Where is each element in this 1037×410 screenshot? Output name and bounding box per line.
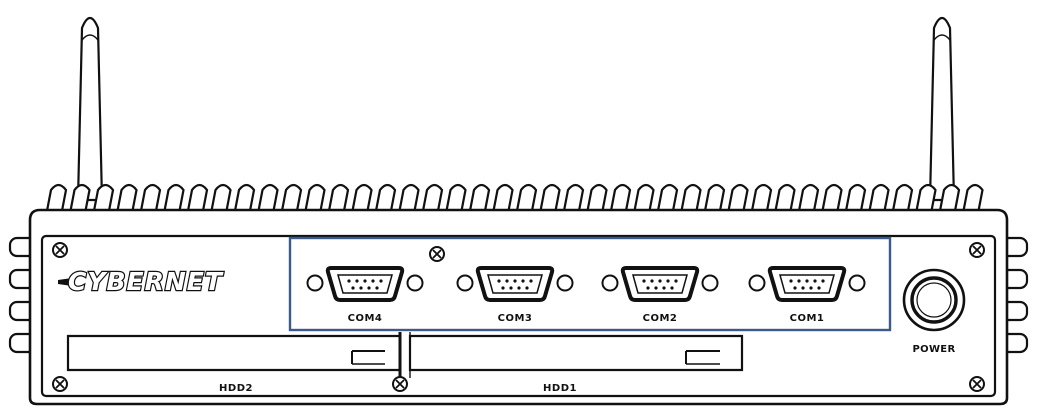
power-button[interactable]: POWER xyxy=(902,268,966,355)
com-ports-highlight xyxy=(288,236,892,332)
db9-connector-icon xyxy=(620,266,700,302)
heatsink-fin xyxy=(91,183,115,218)
screw-icon xyxy=(969,376,985,392)
heatsink-fin xyxy=(279,183,303,218)
heatsink-fin xyxy=(538,183,561,218)
heatsink-fin xyxy=(937,183,961,218)
antenna-right xyxy=(928,16,956,202)
screw-icon xyxy=(429,246,445,262)
antenna-icon xyxy=(76,16,104,202)
heatsink-fin xyxy=(138,183,162,218)
antenna-icon xyxy=(928,16,956,202)
heatsink-fin xyxy=(843,183,867,218)
heatsink-fin xyxy=(185,183,209,218)
com-port-1[interactable]: COM4 xyxy=(306,266,424,324)
heatsink-fin xyxy=(350,183,373,218)
db9-connector-icon xyxy=(325,266,405,302)
heatsink-fin xyxy=(115,183,138,218)
heatsink-fin xyxy=(820,183,843,218)
heatsink-fin xyxy=(890,183,914,218)
com-port-label: COM1 xyxy=(790,313,825,324)
heatsink-fin xyxy=(420,183,444,218)
drive-bay-1[interactable]: HDD1 xyxy=(408,334,744,394)
heatsink-fin xyxy=(397,183,420,218)
heatsink-fin xyxy=(467,183,491,218)
heatsink-fin xyxy=(749,183,773,218)
heatsink-fins xyxy=(44,183,984,218)
screw-icon xyxy=(52,242,68,258)
screw-icon xyxy=(969,242,985,258)
antenna-left xyxy=(76,16,104,202)
heatsink-fin xyxy=(796,183,820,218)
heatsink-fin xyxy=(679,183,702,218)
heatsink-fin xyxy=(561,183,585,218)
db9-connector-icon xyxy=(767,266,847,302)
com-port-label: COM4 xyxy=(348,313,383,324)
com-port-group: COM4 COM3 xyxy=(306,266,866,324)
com-port-2[interactable]: COM3 xyxy=(456,266,574,324)
heatsink-fin xyxy=(585,183,608,218)
power-button-icon xyxy=(902,268,966,332)
heatsink-fin xyxy=(867,183,890,218)
heatsink-fin xyxy=(655,183,679,218)
heatsink-fin xyxy=(444,183,467,218)
heatsink-fin xyxy=(726,183,749,218)
heatsink-fin xyxy=(162,183,185,218)
heatsink-fin xyxy=(914,183,937,218)
brand-logo-text: CYBERNET xyxy=(68,267,224,296)
heatsink-fin xyxy=(326,183,350,218)
brand-logo: CYBERNET xyxy=(58,266,224,297)
power-label: POWER xyxy=(913,344,956,355)
heatsink-fin xyxy=(961,183,984,218)
heatsink-fin xyxy=(373,183,397,218)
db9-connector-icon xyxy=(475,266,555,302)
screw-icon xyxy=(392,376,408,392)
drive-bay-label: HDD2 xyxy=(219,383,253,394)
com-port-4[interactable]: COM1 xyxy=(748,266,866,324)
heatsink-fin xyxy=(68,183,91,218)
heatsink-fin xyxy=(608,183,632,218)
com-port-label: COM2 xyxy=(643,313,678,324)
screw-icon xyxy=(52,376,68,392)
heatsink-fin xyxy=(632,183,655,218)
heatsink-fin xyxy=(491,183,514,218)
com-port-label: COM3 xyxy=(498,313,533,324)
heatsink-fin xyxy=(303,183,326,218)
screws xyxy=(52,242,985,392)
heatsink-fin xyxy=(256,183,279,218)
heatsink-fin xyxy=(44,183,68,218)
heatsink-fin xyxy=(702,183,726,218)
heatsink-fin xyxy=(514,183,538,218)
heatsink-fin xyxy=(209,183,232,218)
heatsink-fin xyxy=(232,183,256,218)
com-port-3[interactable]: COM2 xyxy=(601,266,719,324)
drive-bay-label: HDD1 xyxy=(543,383,577,394)
heatsink-fin xyxy=(773,183,796,218)
